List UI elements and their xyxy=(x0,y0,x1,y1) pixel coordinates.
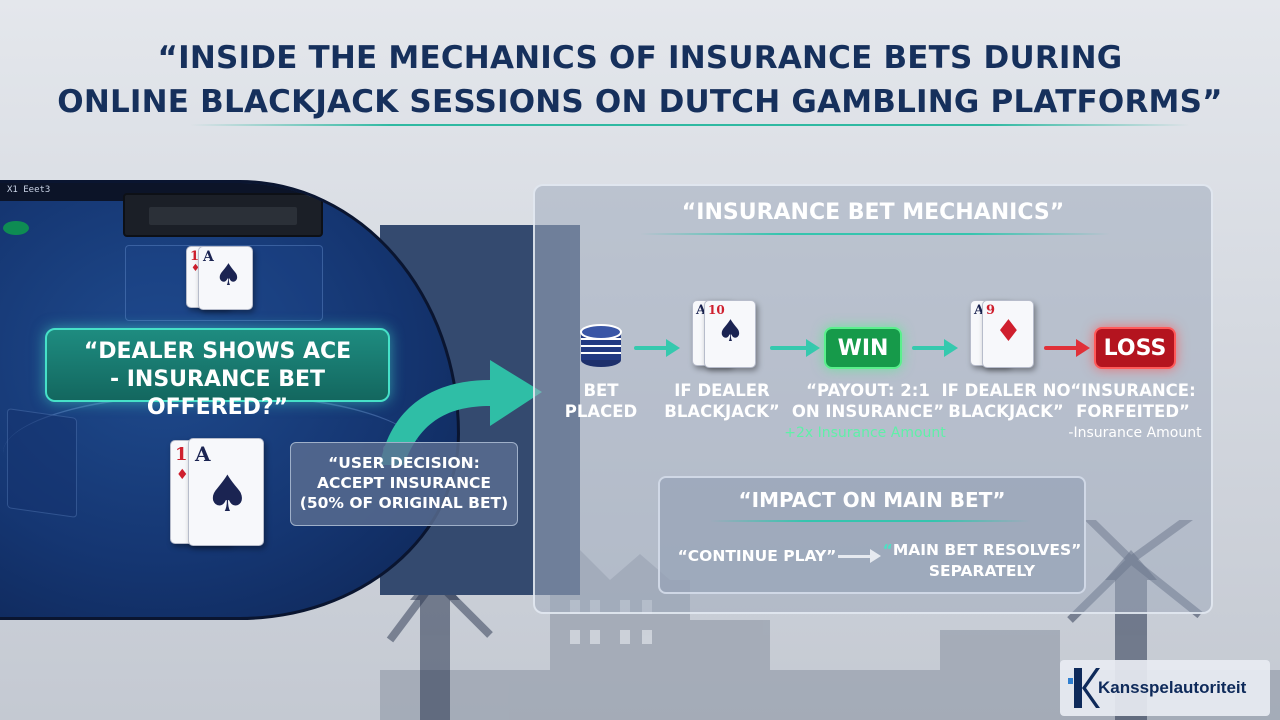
arrow-right-icon xyxy=(838,549,881,563)
card-rank: A xyxy=(203,249,214,265)
no-blackjack-card-nine: 9 ♦ xyxy=(982,300,1034,368)
continue-play-label: “CONTINUE PLAY” xyxy=(677,547,837,565)
impact-divider xyxy=(710,520,1030,522)
step-bet-placed-line-1: BET xyxy=(583,381,619,400)
step-payout-label: “PAYOUT: 2:1 ON INSURANCE” xyxy=(788,380,948,422)
flow-arrow-icon xyxy=(770,339,820,357)
user-callout-line-1: “USER DECISION: xyxy=(328,454,480,472)
diamond-icon: ♦ xyxy=(995,314,1022,349)
logo-text: Kansspelautoriteit xyxy=(1098,678,1247,697)
card-rank: 9 xyxy=(986,303,996,318)
card-rank: A xyxy=(974,303,985,318)
impact-title: “IMPACT ON MAIN BET” xyxy=(738,488,1006,512)
main-bet-resolves-line-2: SEPARATELY xyxy=(928,562,1036,580)
logo-badge xyxy=(1060,660,1270,716)
panel-title: “INSURANCE BET MECHANICS” xyxy=(681,200,1065,225)
step-bet-placed-label: BET PLACED xyxy=(556,380,646,422)
main-bet-resolves-line-1: MAIN BET RESOLVES” xyxy=(892,541,1082,559)
step-dealer-blackjack-line-2: BLACKJACK” xyxy=(664,402,780,421)
title-line-2: ONLINE BLACKJACK SESSIONS ON DUTCH GAMBL… xyxy=(57,84,1223,120)
panel-divider xyxy=(640,233,1110,235)
step-forfeit-label: “INSURANCE: FORFEITED” xyxy=(1068,380,1198,422)
table-top-label: X1 Eeet3 xyxy=(7,185,51,195)
flow-arrow-red-icon xyxy=(1044,339,1090,357)
page-title: “INSIDE THE MECHANICS OF INSURANCE BETS … xyxy=(0,36,1280,124)
curved-arrow-icon xyxy=(380,360,542,465)
title-divider xyxy=(190,124,1190,126)
main-bet-resolves-label: “MAIN BET RESOLVES” SEPARATELY xyxy=(876,540,1088,582)
player-seat-zone xyxy=(7,408,77,518)
table-top-bar xyxy=(0,183,457,201)
diamond-icon: ♦ xyxy=(191,263,200,274)
step-forfeit-line-1: “INSURANCE: xyxy=(1070,381,1196,400)
table-marker xyxy=(413,265,421,273)
step-dealer-no-blackjack-label: IF DEALER NO BLACKJACK” xyxy=(936,380,1076,422)
title-line-1: “INSIDE THE MECHANICS OF INSURANCE BETS … xyxy=(157,40,1123,76)
diamond-icon: ♦ xyxy=(176,467,189,483)
card-shoe xyxy=(123,193,323,237)
step-dealer-blackjack-line-1: IF DEALER xyxy=(674,381,770,400)
chip-icon xyxy=(3,221,29,235)
win-badge: WIN xyxy=(824,327,902,369)
menu-icon[interactable] xyxy=(343,186,353,196)
dealer-card-ace: A ♠ xyxy=(198,246,253,310)
card-rank: A xyxy=(195,442,211,466)
user-decision-callout: “USER DECISION: ACCEPT INSURANCE (50% OF… xyxy=(290,442,518,526)
spade-icon: ♠ xyxy=(215,258,242,293)
user-callout-line-3: (50% OF ORIGINAL BET) xyxy=(299,494,509,512)
impact-on-main-bet-box xyxy=(658,476,1086,594)
dealer-shows-ace-callout: “DEALER SHOWS ACE - INSURANCE BET OFFERE… xyxy=(45,328,390,420)
loss-badge: LOSS xyxy=(1094,327,1176,369)
spade-icon: ♠ xyxy=(205,465,250,523)
step-no-blackjack-line-1: IF DEALER NO xyxy=(941,381,1071,400)
step-no-blackjack-line-2: BLACKJACK” xyxy=(948,402,1064,421)
spade-icon: ♠ xyxy=(717,314,744,349)
dealer-callout-line-1: “DEALER SHOWS ACE xyxy=(83,339,352,364)
step-forfeit-line-2: FORFEITED” xyxy=(1076,402,1190,421)
dealer-callout-line-2: - INSURANCE BET OFFERED?” xyxy=(109,367,326,420)
kansspelautoriteit-logo-icon xyxy=(1068,668,1100,708)
payout-amount: +2x Insurance Amount xyxy=(784,425,946,441)
card-shoe-slot xyxy=(149,207,297,225)
step-payout-line-2: ON INSURANCE” xyxy=(791,402,945,421)
blackjack-card-ten: 10 ♠ xyxy=(704,300,756,368)
flow-arrow-icon xyxy=(634,339,680,357)
user-callout-line-2: ACCEPT INSURANCE xyxy=(316,474,492,492)
card-rank: 10 xyxy=(708,303,725,317)
card-rank: A xyxy=(696,303,707,318)
chip-stack-icon xyxy=(580,324,622,367)
step-dealer-blackjack-label: IF DEALER BLACKJACK” xyxy=(660,380,784,422)
teal-quote-mark: “ xyxy=(882,541,893,559)
step-bet-placed-line-2: PLACED xyxy=(564,402,638,421)
step-payout-line-1: “PAYOUT: 2:1 xyxy=(806,381,930,400)
flow-arrow-icon xyxy=(912,339,958,357)
forfeit-amount: -Insurance Amount xyxy=(1068,425,1202,441)
player-card-ace: A ♠ xyxy=(188,438,264,546)
